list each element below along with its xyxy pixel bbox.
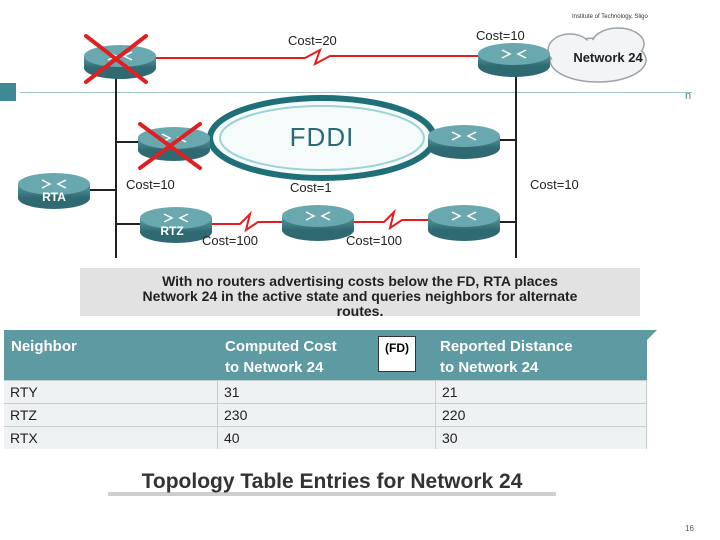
router-rtz-label: RTZ <box>160 224 183 238</box>
router-rtx <box>428 125 500 159</box>
table-row: RTY 31 21 <box>4 380 647 403</box>
cost-label-left: Cost=10 <box>126 177 175 192</box>
cost-label-fddi: Cost=1 <box>290 180 332 195</box>
cell-neighbor: RTX <box>4 427 218 449</box>
caption-line-3: routes. <box>336 303 384 319</box>
slide-divider <box>20 92 692 93</box>
slide-accent-bar <box>0 83 16 101</box>
serial-link-bottom-right <box>354 208 428 231</box>
network-diagram: FDDI Network 24 RTA <box>18 27 647 258</box>
cost-label-cloud: Cost=10 <box>476 28 525 43</box>
cell-reported: 30 <box>436 427 647 449</box>
page-number: 16 <box>685 524 694 533</box>
network-24-cloud <box>547 27 647 83</box>
router-top-right <box>478 43 550 77</box>
corner-letter: n <box>685 90 692 102</box>
header-neighbor: Neighbor <box>11 338 77 355</box>
cell-computed: 40 <box>218 427 436 449</box>
failed-router-cross-rty <box>138 122 202 170</box>
header-fold <box>637 330 657 350</box>
fd-marker: (FD) <box>378 336 416 372</box>
header-computed-line-2: to Network 24 <box>225 359 324 376</box>
header-computed-cost: Computed Cost to Network 24 <box>225 336 337 378</box>
router-rtz <box>140 207 212 243</box>
institute-name: Institute of Technology, Sligo <box>572 14 648 20</box>
fddi-label: FDDI <box>290 122 355 152</box>
header-reported-line-2: to Network 24 <box>440 359 539 376</box>
cell-computed: 31 <box>218 381 436 403</box>
cell-reported: 21 <box>436 381 647 403</box>
fddi-ring-inner <box>219 105 425 171</box>
cell-neighbor: RTY <box>4 381 218 403</box>
serial-link-top <box>155 47 478 67</box>
cloud-label: Network 24 <box>573 50 643 65</box>
serial-link-bottom-left <box>212 210 282 233</box>
router-rta-label: RTA <box>42 190 66 204</box>
caption-line-1: With no routers advertising costs below … <box>162 273 558 289</box>
table-header: Neighbor Computed Cost to Network 24 (FD… <box>4 330 657 380</box>
cost-label-right: Cost=10 <box>530 177 579 192</box>
diagram-caption: With no routers advertising costs below … <box>80 268 640 319</box>
cell-reported: 220 <box>436 404 647 426</box>
failed-router-cross-top <box>84 34 148 84</box>
topology-table: Neighbor Computed Cost to Network 24 (FD… <box>4 330 657 449</box>
cost-label-top: Cost=20 <box>288 33 337 48</box>
header-reported-line-1: Reported Distance <box>440 338 573 355</box>
cost-label-bottom-left: Cost=100 <box>202 233 258 248</box>
header-computed-line-1: Computed Cost <box>225 338 337 355</box>
cell-neighbor: RTZ <box>4 404 218 426</box>
table-title: Topology Table Entries for Network 24 <box>108 470 556 496</box>
router-rta <box>18 173 90 209</box>
table-row: RTZ 230 220 <box>4 403 647 426</box>
router-bottom-right <box>428 205 500 241</box>
table-row: RTX 40 30 <box>4 426 647 449</box>
router-bottom-middle <box>282 205 354 241</box>
header-reported-distance: Reported Distance to Network 24 <box>440 336 573 378</box>
cost-label-bottom-right: Cost=100 <box>346 233 402 248</box>
cell-computed: 230 <box>218 404 436 426</box>
caption-line-2: Network 24 in the active state and queri… <box>142 288 578 304</box>
